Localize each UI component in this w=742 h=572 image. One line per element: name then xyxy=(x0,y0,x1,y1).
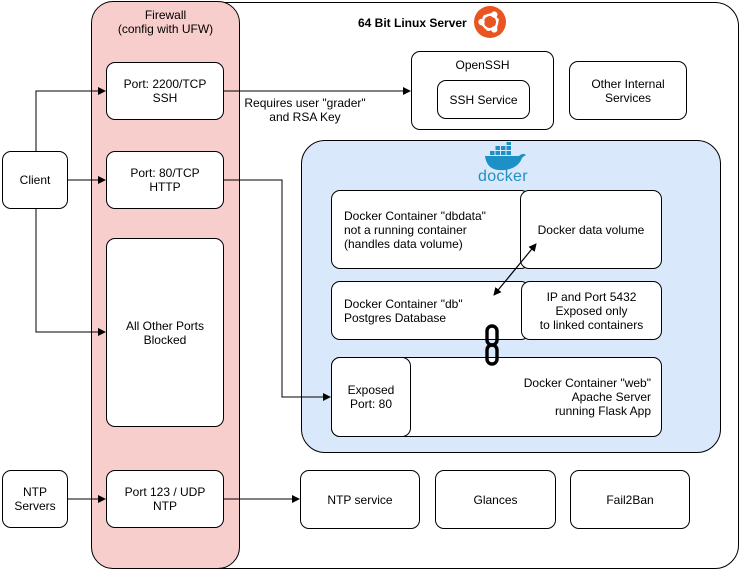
port-http-box: Port: 80/TCP HTTP xyxy=(106,151,224,209)
client-box: Client xyxy=(2,151,68,209)
ntp-servers-label: NTP Servers xyxy=(14,485,56,513)
openssh-title: OpenSSH xyxy=(455,58,510,72)
docker-logo-text: docker xyxy=(478,168,528,185)
web-exposed-port-label: Exposed Port: 80 xyxy=(347,383,395,411)
ssh-service-box: SSH Service xyxy=(437,80,530,119)
port-other-label: All Other Ports Blocked xyxy=(125,318,205,347)
data-volume-box: Docker data volume xyxy=(520,190,662,269)
docker-whale-icon xyxy=(485,142,526,171)
ubuntu-logo-icon xyxy=(474,6,506,38)
ssh-service-label: SSH Service xyxy=(449,92,518,107)
db-container-label: Docker Container "db" Postgres Database xyxy=(344,296,463,325)
port-ntp-label: Port 123 / UDP NTP xyxy=(124,485,206,513)
port-ssh-box: Port: 2200/TCP SSH xyxy=(106,62,224,120)
port-http-label: Port: 80/TCP HTTP xyxy=(130,166,200,194)
port-other-box: All Other Ports Blocked xyxy=(106,238,224,427)
other-internal-services-label: Other Internal Services xyxy=(591,76,665,105)
client-label: Client xyxy=(19,173,51,187)
fail2ban-box: Fail2Ban xyxy=(570,470,690,529)
port-ssh-label: Port: 2200/TCP SSH xyxy=(123,77,207,105)
db-port-box: IP and Port 5432 Exposed only to linked … xyxy=(521,281,662,340)
other-internal-services-box: Other Internal Services xyxy=(569,61,687,120)
port-ntp-box: Port 123 / UDP NTP xyxy=(106,470,224,528)
web-exposed-port-box: Exposed Port: 80 xyxy=(331,357,411,437)
dbdata-container-label: Docker Container "dbdata" not a running … xyxy=(344,208,486,251)
server-title: 64 Bit Linux Server xyxy=(358,16,467,30)
dbdata-container-box: Docker Container "dbdata" not a running … xyxy=(331,190,530,269)
db-port-label: IP and Port 5432 Exposed only to linked … xyxy=(539,289,644,332)
db-container-box: Docker Container "db" Postgres Database xyxy=(331,281,530,340)
glances-box: Glances xyxy=(435,470,556,529)
data-volume-label: Docker data volume xyxy=(537,222,645,237)
web-container-label: Docker Container "web" Apache Server run… xyxy=(523,376,651,418)
ssh-requirement-note: Requires user "grader" and RSA Key xyxy=(244,96,366,124)
ntp-service-label: NTP service xyxy=(327,492,393,507)
glances-label: Glances xyxy=(473,492,518,507)
ntp-service-box: NTP service xyxy=(300,470,420,529)
fail2ban-label: Fail2Ban xyxy=(606,492,654,507)
ntp-servers-box: NTP Servers xyxy=(2,470,68,528)
firewall-title: Firewall (config with UFW) xyxy=(117,8,214,36)
